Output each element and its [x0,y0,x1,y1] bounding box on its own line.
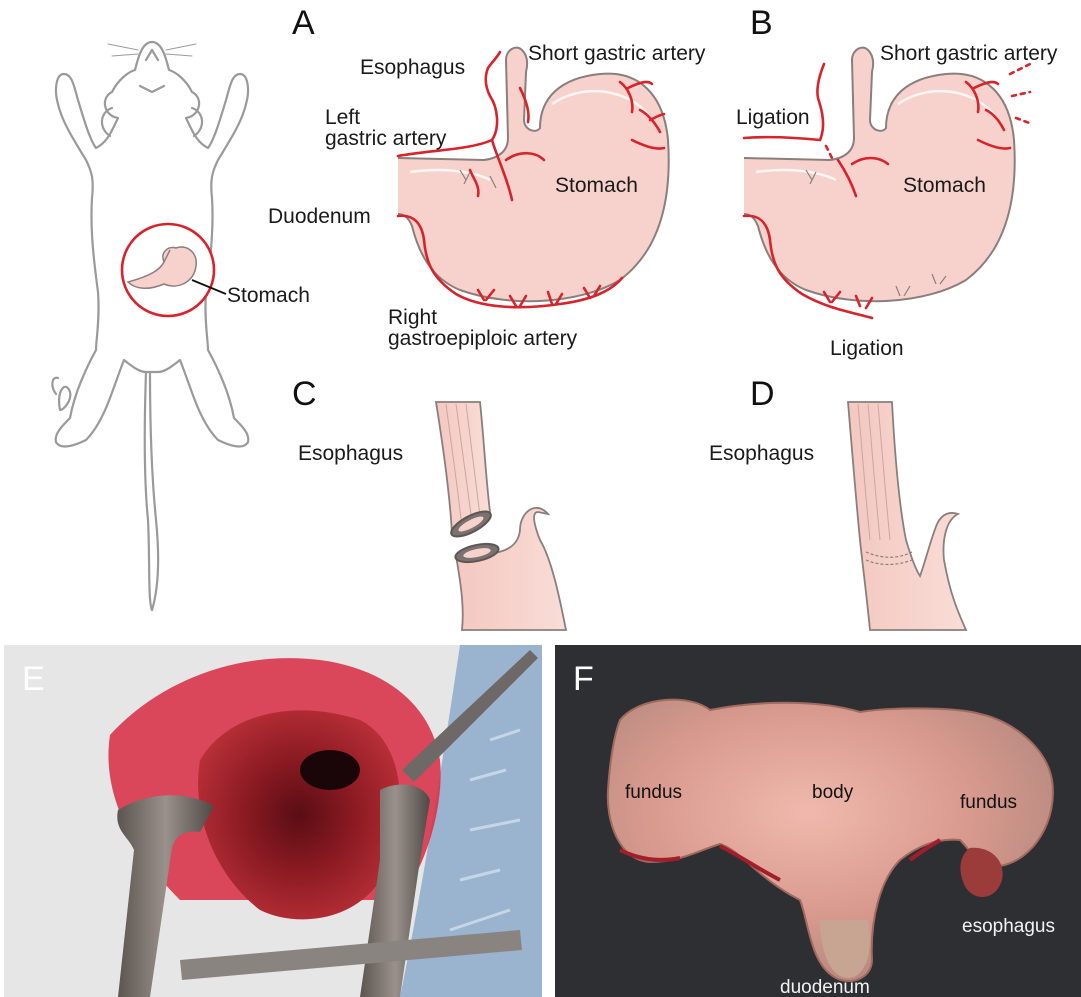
label-d-esophagus: Esophagus [709,442,814,465]
photo-f: F fundus body fundus esophagus duodenum [555,645,1081,997]
stomach-b [744,48,1032,318]
esophagus-transected [436,402,566,630]
label-b-ligation-bottom: Ligation [830,337,904,360]
esophagus-d-body [848,402,966,630]
label-b-short-gastric-artery: Short gastric artery [880,42,1058,65]
panel-label-d: D [750,375,775,413]
label-f-body: body [812,782,854,803]
panel-label-b: B [750,4,773,42]
label-f-duodenum: duodenum [780,977,870,997]
panel-label-f: F [573,660,594,698]
panel-label-c: C [292,375,317,413]
label-a-right-gastroepiploic-2: gastroepiploic artery [388,327,578,350]
photo-e-cavity [300,750,360,790]
label-a-stomach: Stomach [555,174,638,197]
label-f-fundus-right: fundus [960,792,1017,813]
label-b-stomach: Stomach [903,174,986,197]
label-a-left-gastric-2: gastric artery [325,127,447,150]
panel-label-a: A [292,4,315,42]
photo-e: E [4,645,542,997]
esophagus-anastomosis [848,402,966,630]
label-b-ligation-top: Ligation [736,106,810,129]
rat-snout-detail [140,50,164,92]
panel-label-e: E [22,660,45,698]
label-a-left-gastric-1: Left [325,106,360,129]
rat-tail [145,372,158,610]
label-c-esophagus: Esophagus [298,442,403,465]
label-f-fundus-left: fundus [625,782,682,803]
rat-illustration [52,42,248,610]
label-f-esophagus: esophagus [962,916,1055,937]
label-a-duodenum: Duodenum [268,205,371,228]
rat-stomach-label: Stomach [227,284,310,307]
label-a-short-gastric-artery: Short gastric artery [528,42,706,65]
label-a-esophagus: Esophagus [360,56,465,79]
rat-feet-marks [52,378,70,410]
label-a-right-gastroepiploic-1: Right [388,306,437,329]
